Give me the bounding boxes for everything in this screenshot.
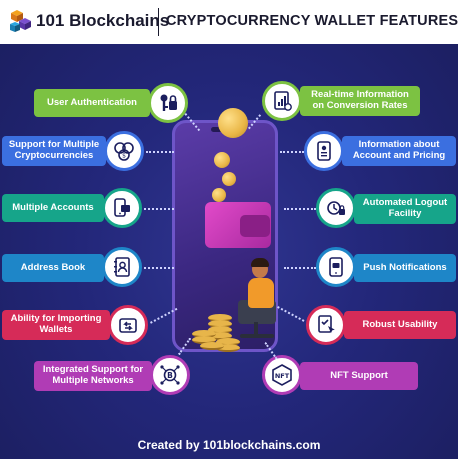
bitcoin-coin-icon (218, 108, 248, 138)
account-info-icon (304, 131, 344, 171)
feature-multiple-networks: Integrated Support for Multiple Networks (34, 361, 152, 391)
connector-dots (144, 267, 174, 269)
brand-name: 101 Blockchains (36, 11, 170, 30)
rates-chart-icon (262, 81, 302, 121)
coin-icon (222, 172, 236, 186)
person-illustration (248, 278, 274, 308)
feature-automated-logout: Automated Logout Facility (354, 194, 456, 224)
wallet-flap (240, 215, 270, 237)
address-book-icon (102, 247, 142, 287)
feature-nft-support: NFT Support (300, 362, 418, 390)
feature-robust-usability: Robust Usability (344, 311, 456, 339)
key-lock-icon (148, 83, 188, 123)
chair-leg (254, 322, 258, 336)
coin-stack-icon (216, 344, 240, 352)
header-divider (158, 8, 159, 36)
connector-dots (284, 208, 316, 210)
usability-icon (306, 305, 346, 345)
phone-notification-icon (316, 247, 356, 287)
connector-dots (146, 151, 174, 153)
network-bitcoin-icon: B (150, 355, 190, 395)
header-bar: 101 Blockchains CRYPTOCURRENCY WALLET FE… (0, 0, 458, 44)
coin-icon (212, 188, 226, 202)
feature-push-notifications: Push Notifications (354, 254, 456, 282)
feature-multiple-accounts: Multiple Accounts (2, 194, 104, 222)
svg-text:$: $ (122, 153, 126, 160)
coin-stack-icon (200, 342, 224, 350)
feature-user-authentication: User Authentication (34, 89, 150, 117)
connector-dots (280, 151, 304, 153)
svg-text:B: B (167, 371, 173, 380)
coin-icon (214, 152, 230, 168)
feature-address-book: Address Book (2, 254, 104, 282)
nft-icon: NFT (262, 355, 302, 395)
svg-text:NFT: NFT (275, 372, 290, 380)
feature-multiple-cryptocurrencies: Support for Multiple Cryptocurrencies (2, 136, 106, 166)
connector-dots (144, 208, 174, 210)
connector-dots (277, 306, 305, 322)
feature-account-and-pricing: Information about Account and Pricing (342, 136, 456, 166)
feature-importing-wallets: Ability for Importing Wallets (2, 310, 110, 340)
multi-coin-icon: $ (104, 131, 144, 171)
footer-credit: Created by 101blockchains.com (137, 438, 321, 452)
accounts-icon (102, 188, 142, 228)
logo-cubes-icon (10, 10, 31, 32)
import-wallet-icon (108, 305, 148, 345)
connector-dots (284, 267, 316, 269)
page-title: CRYPTOCURRENCY WALLET FEATURES (166, 13, 458, 29)
person-hair (251, 258, 269, 267)
feature-real-time-conversion-rates: Real-time Information on Conversion Rate… (300, 86, 420, 116)
chair-base (240, 334, 274, 338)
auto-logout-icon (316, 188, 356, 228)
